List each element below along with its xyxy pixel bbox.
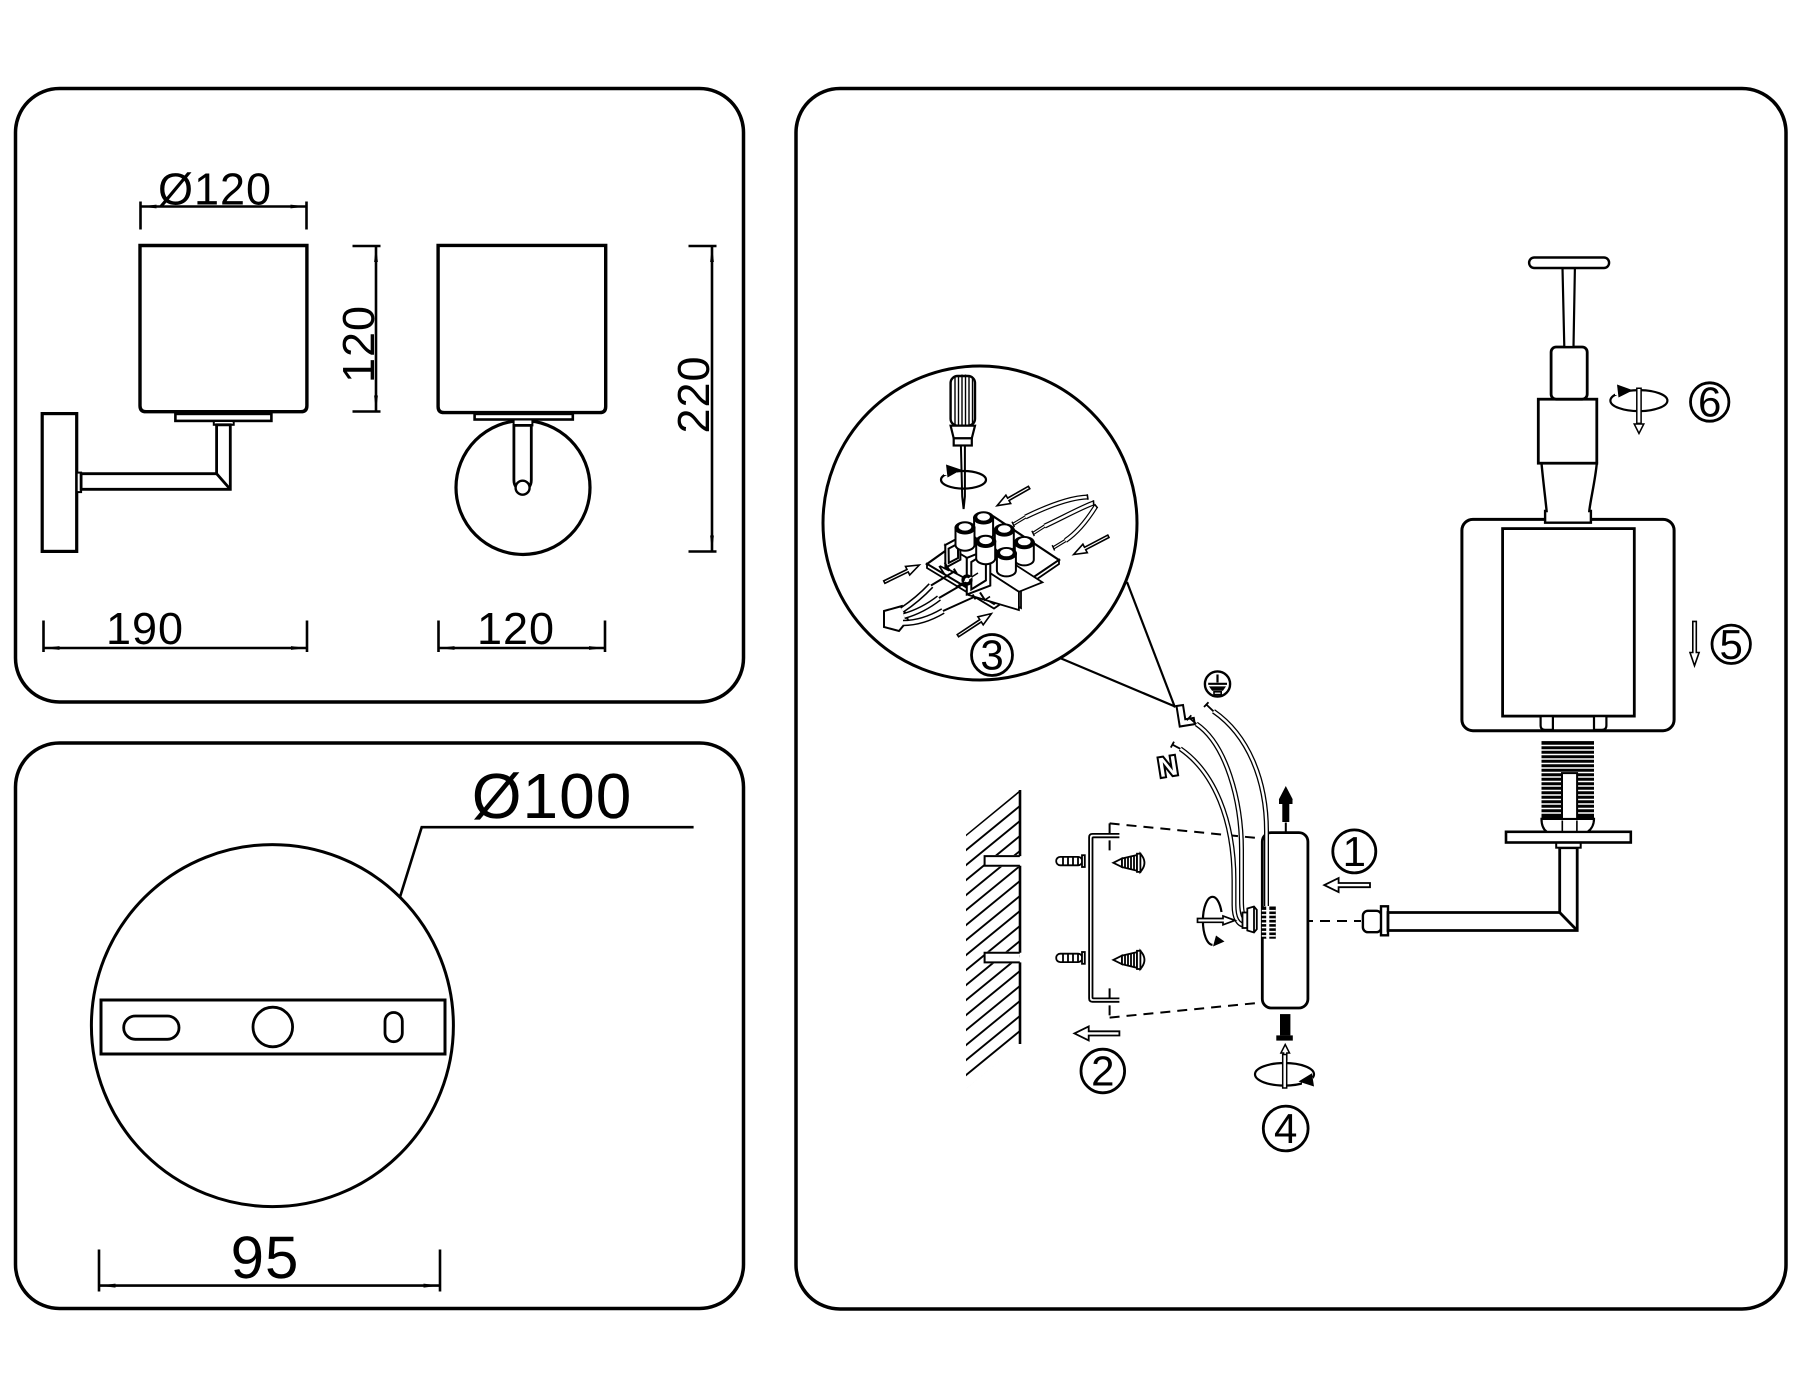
svg-text:120: 120 bbox=[477, 603, 555, 654]
svg-text:190: 190 bbox=[106, 603, 184, 654]
svg-text:220: 220 bbox=[668, 355, 719, 433]
svg-text:6: 6 bbox=[1698, 379, 1721, 426]
svg-text:2: 2 bbox=[1091, 1048, 1114, 1095]
svg-text:4: 4 bbox=[1274, 1105, 1297, 1152]
svg-text:Ø100: Ø100 bbox=[472, 760, 633, 832]
svg-text:95: 95 bbox=[231, 1224, 300, 1291]
svg-text:5: 5 bbox=[1720, 621, 1743, 668]
svg-text:1: 1 bbox=[1343, 828, 1366, 875]
svg-text:3: 3 bbox=[980, 632, 1003, 679]
